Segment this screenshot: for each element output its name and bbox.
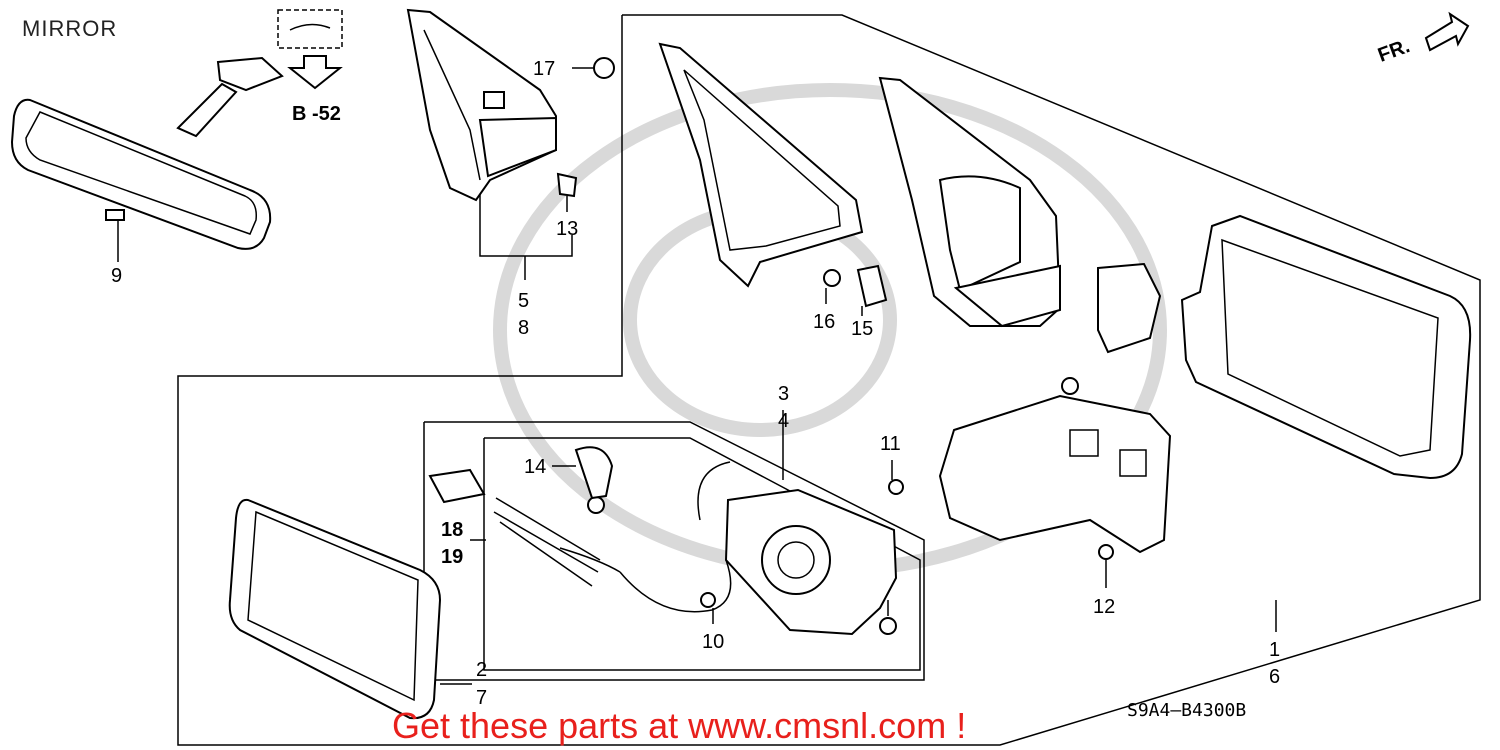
diagram-title: MIRROR [22,16,118,41]
mounting-plate [938,377,1172,554]
callout-2: 2 [476,659,488,681]
callout-15: 15 [851,318,874,340]
callout-18: 18 [441,519,464,541]
callout-6: 6 [1269,666,1281,688]
mirror-housing-cover [878,76,1062,328]
connector [428,468,601,587]
callout-11: 11 [880,433,901,455]
callout-4: 4 [778,410,790,432]
callout-3: 3 [778,383,790,405]
front-arrow-icon [1424,11,1470,52]
callout-10: 10 [702,631,725,653]
mirror-actuator [559,461,898,636]
callout-1: 1 [1269,639,1281,661]
mirror-housing [1180,214,1472,480]
callout-13: 13 [556,218,579,240]
callout-12: 12 [1093,596,1116,618]
inner-garnish [406,8,557,202]
fasteners [574,57,1114,635]
callout-5: 5 [518,290,530,312]
clip-13 [556,172,578,198]
callout-9: 9 [111,265,123,287]
mirror-bracket [1097,262,1162,354]
leader-lines [524,67,1277,632]
mirror-glass [228,498,472,720]
diagram-code: S9A4–B4300B [1127,700,1247,721]
mirror-base [658,42,864,288]
callout-17: 17 [533,58,556,80]
callout-14: 14 [524,456,547,478]
callout-19: 19 [441,546,464,568]
callout-7: 7 [476,687,488,709]
callout-8: 8 [518,317,530,339]
reference-label: B -52 [292,103,341,125]
promo-link[interactable]: Get these parts at www.cmsnl.com ! [392,705,967,746]
inner-rearview-mirror [10,56,284,262]
callout-16: 16 [813,311,836,333]
